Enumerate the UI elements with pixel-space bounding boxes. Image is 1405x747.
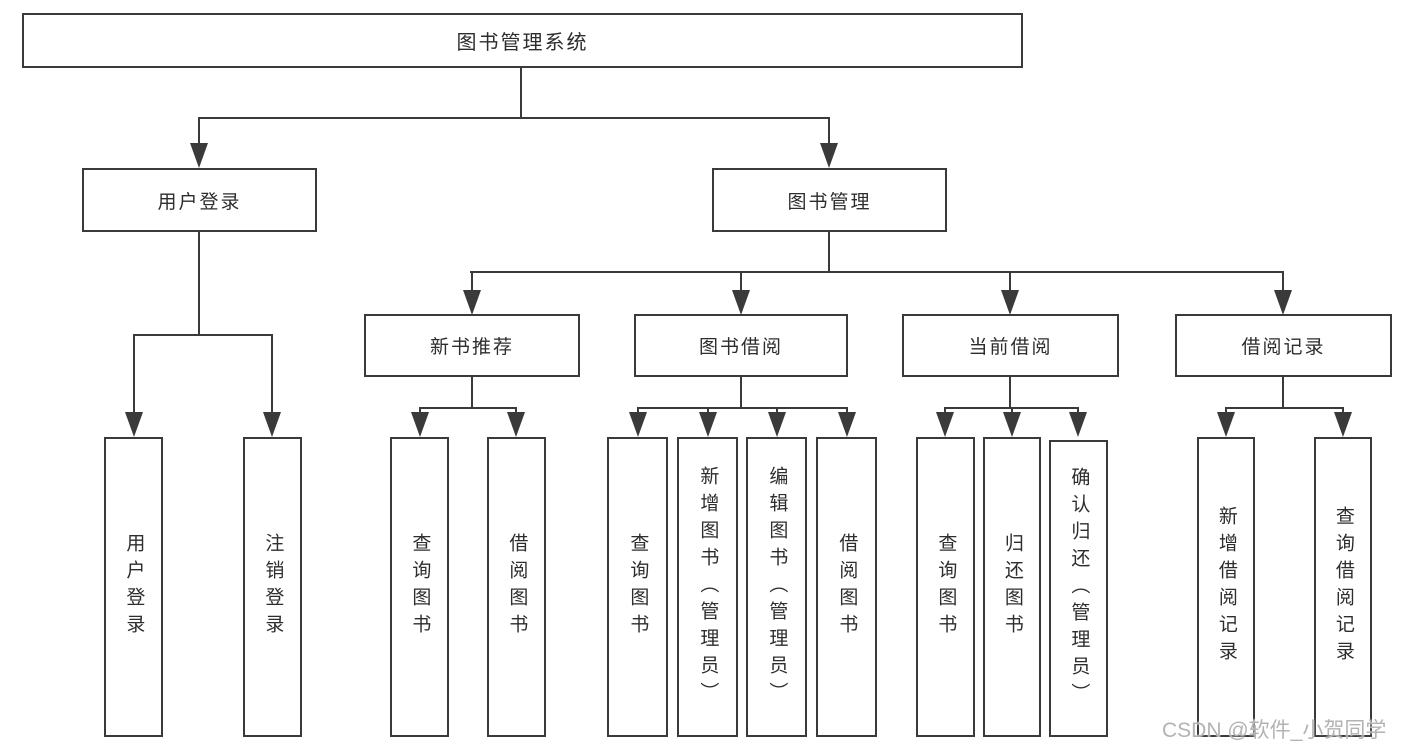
node-borrow-record-label: 借阅记录 (1241, 337, 1326, 358)
connector (1009, 271, 1011, 293)
connector (828, 232, 830, 273)
connector (471, 377, 473, 409)
node-book-management-label: 图书管理 (787, 191, 872, 213)
connector (133, 334, 273, 336)
node-leaf-borrow-query-book-label: 查询图书 (627, 533, 649, 641)
node-book-management: 图书管理 (712, 168, 947, 232)
connector (198, 117, 830, 119)
arrowhead-down-icon (1001, 290, 1019, 315)
node-leaf-return-book: 归还图书 (983, 437, 1041, 737)
connector (470, 271, 1284, 273)
node-leaf-edit-book-admin-label: 编辑图书（管理员） (766, 465, 788, 709)
node-leaf-recommend-borrow-book-label: 借阅图书 (506, 533, 528, 641)
connector (740, 271, 742, 293)
node-leaf-logout: 注销登录 (243, 437, 302, 737)
connector (419, 407, 517, 409)
node-borrow-record: 借阅记录 (1175, 314, 1392, 377)
arrowhead-down-icon (411, 412, 429, 437)
connector (1009, 377, 1011, 409)
arrowhead-down-icon (463, 290, 481, 315)
connector (471, 271, 473, 293)
connector (637, 407, 848, 409)
connector (133, 334, 135, 414)
node-leaf-current-query-book: 查询图书 (916, 437, 975, 737)
node-leaf-recommend-query-book-label: 查询图书 (409, 533, 431, 641)
arrowhead-down-icon (190, 143, 208, 168)
connector (271, 334, 273, 414)
arrowhead-down-icon (125, 412, 143, 437)
arrowhead-down-icon (507, 412, 525, 437)
node-leaf-add-book-admin-label: 新增图书（管理员） (697, 465, 719, 709)
node-leaf-add-borrow-record: 新增借阅记录 (1197, 437, 1255, 737)
node-leaf-confirm-return-admin: 确认归还（管理员） (1049, 440, 1108, 737)
node-user-login: 用户登录 (82, 168, 317, 232)
node-leaf-return-book-label: 归还图书 (1001, 533, 1023, 641)
connector (828, 117, 830, 145)
node-leaf-borrow-query-book: 查询图书 (607, 437, 668, 737)
arrowhead-down-icon (820, 143, 838, 168)
arrowhead-down-icon (1217, 412, 1235, 437)
node-current-borrow: 当前借阅 (902, 314, 1119, 377)
node-leaf-user-login-label: 用户登录 (123, 533, 145, 641)
connector (1282, 377, 1284, 409)
node-leaf-edit-book-admin: 编辑图书（管理员） (746, 437, 807, 737)
node-book-borrow-label: 图书借阅 (698, 337, 783, 358)
node-leaf-recommend-query-book: 查询图书 (390, 437, 449, 737)
arrowhead-down-icon (732, 290, 750, 315)
connector (740, 377, 742, 409)
csdn-watermark: CSDN @软件_小贺同学 (1162, 719, 1387, 742)
node-book-borrow: 图书借阅 (634, 314, 848, 377)
arrowhead-down-icon (1069, 412, 1087, 437)
connector (198, 232, 200, 336)
connector (1282, 271, 1284, 293)
connector (198, 117, 200, 145)
node-leaf-add-book-admin: 新增图书（管理员） (677, 437, 738, 737)
arrowhead-down-icon (838, 412, 856, 437)
arrowhead-down-icon (768, 412, 786, 437)
node-leaf-query-borrow-record: 查询借阅记录 (1314, 437, 1372, 737)
node-user-login-label: 用户登录 (157, 191, 242, 213)
connector (520, 68, 522, 118)
node-leaf-logout-label: 注销登录 (262, 533, 284, 641)
node-leaf-current-query-book-label: 查询图书 (935, 533, 957, 641)
arrowhead-down-icon (1334, 412, 1352, 437)
arrowhead-down-icon (263, 412, 281, 437)
node-leaf-add-borrow-record-label: 新增借阅记录 (1215, 506, 1237, 668)
node-leaf-confirm-return-admin-label: 确认归还（管理员） (1068, 467, 1090, 710)
node-leaf-recommend-borrow-book: 借阅图书 (487, 437, 546, 737)
arrowhead-down-icon (936, 412, 954, 437)
node-new-book-recommend: 新书推荐 (364, 314, 580, 377)
arrowhead-down-icon (1003, 412, 1021, 437)
node-root-label: 图书管理系统 (456, 32, 589, 54)
node-leaf-borrow-book: 借阅图书 (816, 437, 877, 737)
arrowhead-down-icon (629, 412, 647, 437)
node-new-book-recommend-label: 新书推荐 (429, 337, 514, 358)
node-leaf-user-login: 用户登录 (104, 437, 163, 737)
arrowhead-down-icon (699, 412, 717, 437)
node-current-borrow-label: 当前借阅 (968, 337, 1053, 358)
node-leaf-query-borrow-record-label: 查询借阅记录 (1332, 506, 1354, 668)
node-root: 图书管理系统 (22, 13, 1023, 68)
connector (1225, 407, 1344, 409)
arrowhead-down-icon (1274, 290, 1292, 315)
node-leaf-borrow-book-label: 借阅图书 (836, 533, 858, 641)
